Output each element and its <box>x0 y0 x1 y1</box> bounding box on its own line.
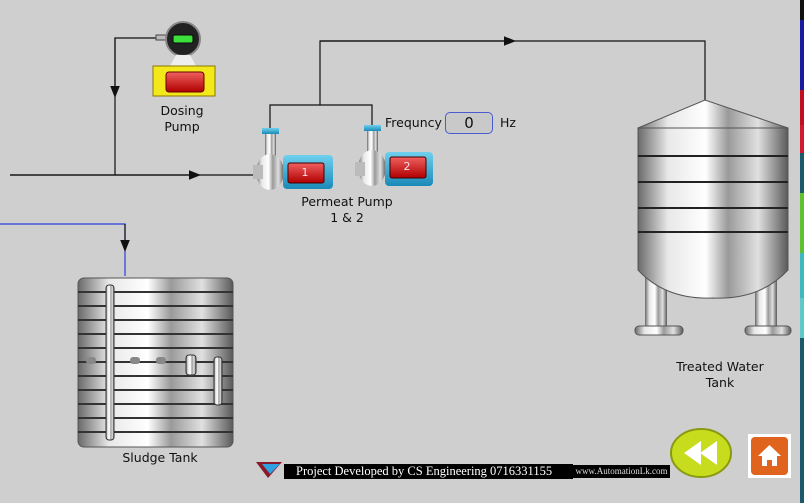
permeat-pump-label: Permeat Pump 1 & 2 <box>282 194 412 226</box>
sludge-tank <box>77 277 234 448</box>
frequency-label: Frequncy <box>385 115 442 130</box>
side-color-strip <box>800 0 804 503</box>
treated-label-line2: Tank <box>705 375 735 390</box>
dosing-pump[interactable] <box>152 21 216 97</box>
home-button[interactable] <box>748 434 791 478</box>
pump-1-number: 1 <box>301 166 309 179</box>
process-diagram <box>0 21 792 478</box>
permeat-label-line1: Permeat Pump <box>301 194 393 209</box>
footer-credit: Project Developed by CS Engineering 0716… <box>284 464 573 479</box>
permeat-pump-1[interactable] <box>253 128 333 190</box>
dosing-pump-label: Dosing Pump <box>150 103 214 135</box>
pump-2-number: 2 <box>403 160 411 173</box>
dosing-label-line2: Pump <box>164 119 200 134</box>
home-icon <box>751 437 788 475</box>
rewind-icon <box>670 428 732 478</box>
treated-label-line1: Treated Water <box>676 359 764 374</box>
company-logo <box>256 462 282 478</box>
frequency-value[interactable]: 0 <box>445 112 493 134</box>
treated-water-tank <box>634 99 792 336</box>
footer-website: www.AutomationLk.com <box>573 465 670 478</box>
permeat-label-line2: 1 & 2 <box>330 210 364 225</box>
treated-water-tank-label: Treated Water Tank <box>660 359 780 391</box>
dosing-label-line1: Dosing <box>160 103 204 118</box>
permeat-pump-2[interactable] <box>355 125 433 186</box>
sludge-tank-label: Sludge Tank <box>122 450 198 465</box>
back-button[interactable] <box>670 428 732 478</box>
sludge-pipe <box>0 223 130 276</box>
dosing-pipe <box>110 37 160 175</box>
discharge-pipe <box>269 36 706 130</box>
frequency-unit: Hz <box>500 115 516 130</box>
